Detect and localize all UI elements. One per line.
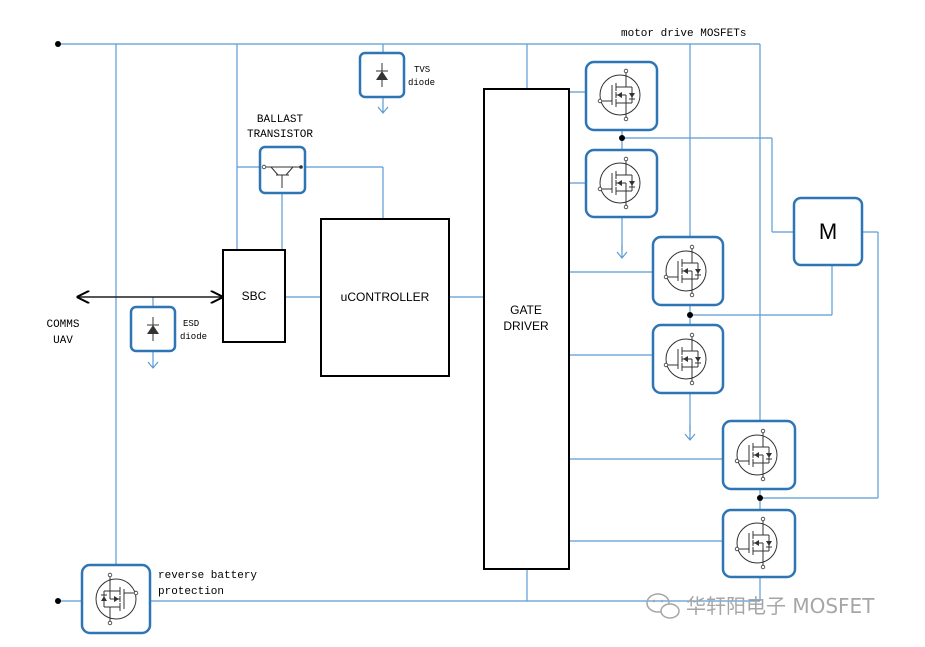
sbc-block: SBC: [222, 249, 286, 343]
mosfet-high-1: [584, 60, 659, 132]
gate-driver-label-1: GATE: [510, 303, 542, 317]
reverse-battery-mosfet: [80, 563, 152, 635]
mosfet-low-1: [584, 148, 659, 219]
wiring: [58, 43, 879, 602]
watermark: 华轩阳电子 MOSFET: [646, 593, 875, 619]
esd-label-2: diode: [180, 332, 207, 342]
motor-label: M: [819, 219, 837, 244]
tvs-label-1: TVS: [414, 65, 430, 75]
junction-dots: [55, 41, 763, 604]
motor-drive-label: motor drive MOSFETs: [621, 28, 746, 40]
ballast-label-1: BALLAST: [257, 114, 304, 126]
comms-label-1: COMMS: [46, 319, 79, 331]
ucontroller-block: uCONTROLLER: [320, 218, 450, 377]
watermark-text: 华轩阳电子 MOSFET: [686, 594, 875, 618]
tvs-diode: [358, 51, 406, 99]
ballast-transistor: [258, 145, 307, 195]
ballast-label-2: TRANSISTOR: [247, 129, 313, 141]
esd-label-1: ESD: [183, 319, 199, 329]
mosfet-high-2: [651, 235, 725, 307]
gate-driver-label-2: DRIVER: [503, 319, 549, 333]
motor-block: M: [792, 196, 864, 267]
mosfet-low-2: [651, 323, 725, 395]
ground-arrows: [147, 97, 696, 441]
reverse-battery-label-1: reverse battery: [158, 570, 257, 582]
tvs-label-2: diode: [408, 78, 435, 88]
sbc-label: SBC: [242, 289, 267, 303]
mosfet-high-3: [721, 419, 797, 491]
reverse-battery-label-2: protection: [158, 586, 224, 598]
wechat-icon: [646, 593, 680, 619]
mosfet-low-3: [721, 508, 797, 579]
esd-diode: [129, 305, 177, 353]
ucontroller-label: uCONTROLLER: [341, 290, 430, 304]
transistor-icon: [261, 164, 303, 188]
gate-driver-block: GATE DRIVER: [483, 88, 570, 570]
comms-label-2: UAV: [53, 335, 73, 347]
